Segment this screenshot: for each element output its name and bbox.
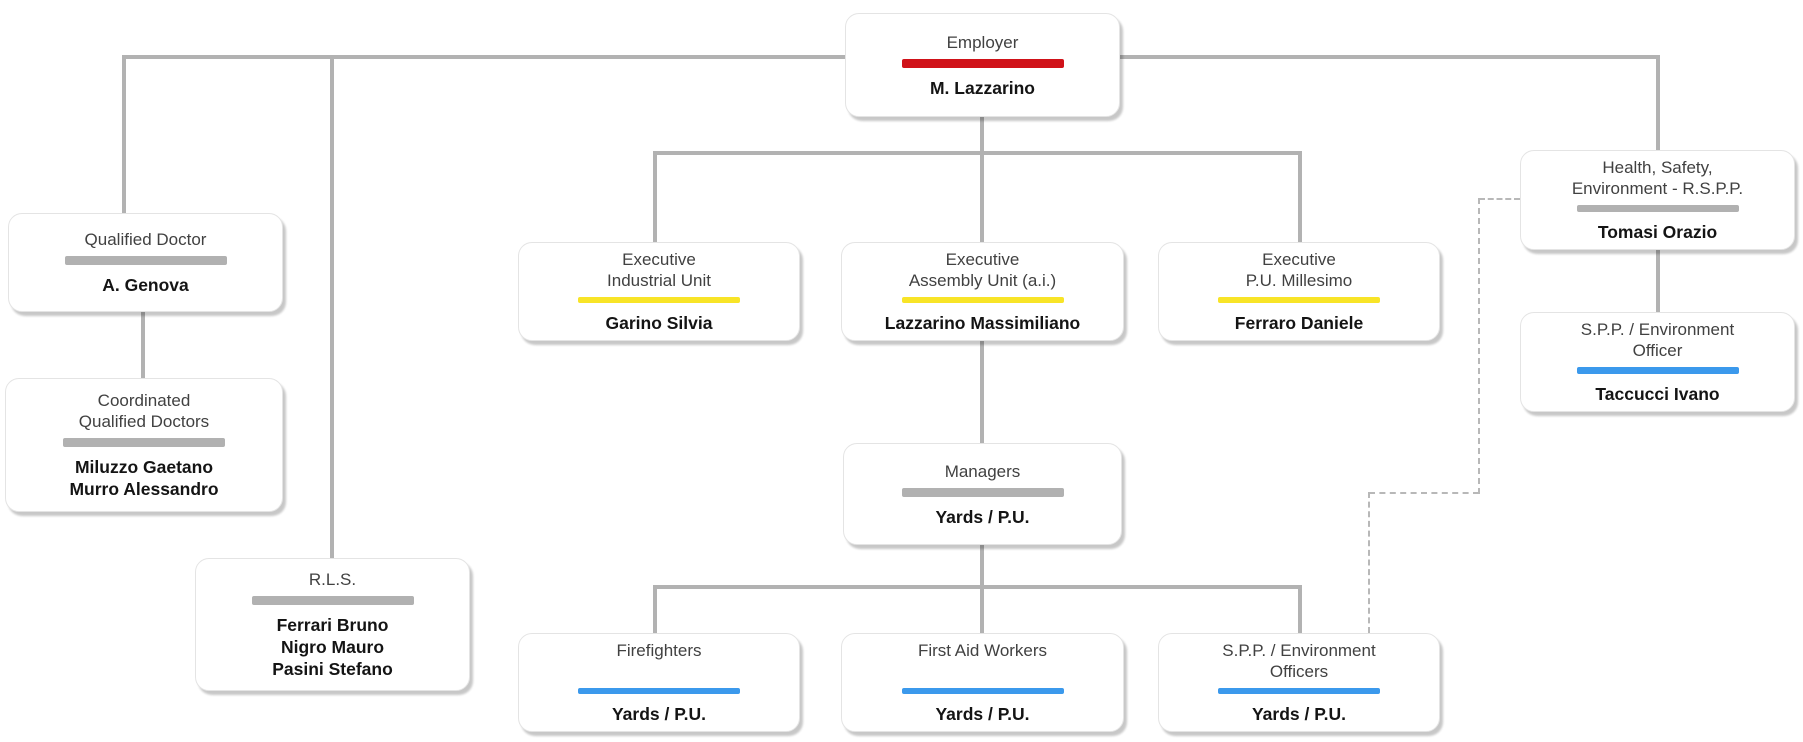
underline-bar bbox=[64, 256, 227, 265]
node-title: Executive P.U. Millesimo bbox=[1245, 250, 1353, 290]
node-person: M. Lazzarino bbox=[929, 77, 1035, 98]
connector-bottom-horizontal bbox=[653, 585, 1302, 589]
underline-bar bbox=[1218, 688, 1380, 694]
connector-to-exec-millesimo bbox=[1298, 151, 1302, 242]
underline-bar bbox=[251, 596, 414, 605]
node-executive-assembly-unit: Executive Assembly Unit (a.i.) Lazzarino… bbox=[841, 242, 1124, 341]
underline-bar bbox=[1576, 205, 1739, 212]
connector-to-firefighters bbox=[653, 585, 657, 633]
node-title: S.P.P. / Environment Officers bbox=[1222, 641, 1376, 681]
node-title: Health, Safety, Environment - R.S.P.P. bbox=[1571, 158, 1744, 198]
connector-to-rls bbox=[330, 55, 334, 558]
node-person: A. Genova bbox=[102, 275, 189, 295]
connector-assembly-to-managers bbox=[980, 340, 984, 443]
node-person: Yards / P.U. bbox=[1251, 704, 1347, 724]
node-first-aid-workers: First Aid Workers Yards / P.U. bbox=[841, 633, 1124, 732]
node-person: Ferraro Daniele bbox=[1234, 313, 1364, 333]
node-person: Yards / P.U. bbox=[935, 704, 1030, 724]
node-employer: Employer M. Lazzarino bbox=[845, 13, 1120, 117]
connector-to-hse-rspp bbox=[1656, 55, 1660, 150]
node-title: Executive Industrial Unit bbox=[607, 250, 711, 290]
node-executive-pu-millesimo: Executive P.U. Millesimo Ferraro Daniele bbox=[1158, 242, 1440, 341]
node-qualified-doctor: Qualified Doctor A. Genova bbox=[8, 213, 283, 312]
dashed-connector-horizontal-mid bbox=[1369, 492, 1479, 494]
underline-bar bbox=[901, 58, 1064, 68]
dashed-connector-hse-left bbox=[1479, 198, 1520, 200]
connector-to-qualified-doctor bbox=[122, 55, 126, 213]
node-coordinated-qualified-doctors: Coordinated Qualified Doctors Miluzzo Ga… bbox=[5, 378, 283, 512]
node-title: Executive Assembly Unit (a.i.) bbox=[908, 250, 1057, 290]
connector-employer-down bbox=[980, 115, 984, 155]
node-title: Managers bbox=[944, 461, 1021, 481]
node-hse-rspp: Health, Safety, Environment - R.S.P.P. T… bbox=[1520, 150, 1795, 250]
connector-to-exec-industrial bbox=[653, 151, 657, 242]
node-title: First Aid Workers bbox=[917, 641, 1048, 660]
connector-hse-to-spp-officer bbox=[1656, 250, 1660, 312]
node-person: Lazzarino Massimiliano bbox=[884, 313, 1081, 333]
underline-bar bbox=[901, 297, 1064, 303]
underline-bar bbox=[1218, 297, 1380, 303]
underline-bar bbox=[1576, 367, 1739, 374]
underline-bar bbox=[901, 487, 1064, 497]
node-person: Yards / P.U. bbox=[935, 506, 1030, 527]
connector-managers-down bbox=[980, 545, 984, 589]
underline-bar bbox=[901, 688, 1064, 694]
node-person: Taccucci Ivano bbox=[1595, 384, 1720, 404]
node-person: Ferrari Bruno Nigro Mauro Pasini Stefano bbox=[272, 615, 393, 679]
node-person: Yards / P.U. bbox=[611, 704, 707, 724]
node-person: Garino Silvia bbox=[605, 313, 713, 333]
node-title: Qualified Doctor bbox=[84, 230, 207, 249]
node-title: R.L.S. bbox=[308, 570, 357, 589]
underline-bar bbox=[63, 438, 225, 447]
connector-doctor-to-coordinated bbox=[141, 310, 145, 378]
node-spp-environment-officers: S.P.P. / Environment Officers Yards / P.… bbox=[1158, 633, 1440, 732]
connector-to-first-aid bbox=[980, 585, 984, 633]
underline-bar bbox=[578, 297, 740, 303]
node-person: Miluzzo Gaetano Murro Alessandro bbox=[69, 457, 219, 499]
connector-to-spp-officers bbox=[1298, 585, 1302, 633]
dashed-connector-to-spp-officers bbox=[1368, 492, 1370, 633]
underline-bar bbox=[578, 688, 740, 694]
node-spp-environment-officer: S.P.P. / Environment Officer Taccucci Iv… bbox=[1520, 312, 1795, 412]
connector-executives-horizontal bbox=[653, 151, 1302, 155]
node-executive-industrial-unit: Executive Industrial Unit Garino Silvia bbox=[518, 242, 800, 341]
connector-to-exec-assembly bbox=[980, 151, 984, 242]
node-title: S.P.P. / Environment Officer bbox=[1580, 320, 1735, 360]
node-person: Tomasi Orazio bbox=[1597, 222, 1718, 242]
dashed-connector-vertical-right bbox=[1478, 198, 1480, 494]
node-title: Employer bbox=[946, 32, 1019, 52]
node-rls: R.L.S. Ferrari Bruno Nigro Mauro Pasini … bbox=[195, 558, 470, 691]
node-managers: Managers Yards / P.U. bbox=[843, 443, 1122, 545]
node-title: Coordinated Qualified Doctors bbox=[78, 391, 210, 431]
node-title: Firefighters bbox=[616, 641, 702, 660]
node-firefighters: Firefighters Yards / P.U. bbox=[518, 633, 800, 732]
